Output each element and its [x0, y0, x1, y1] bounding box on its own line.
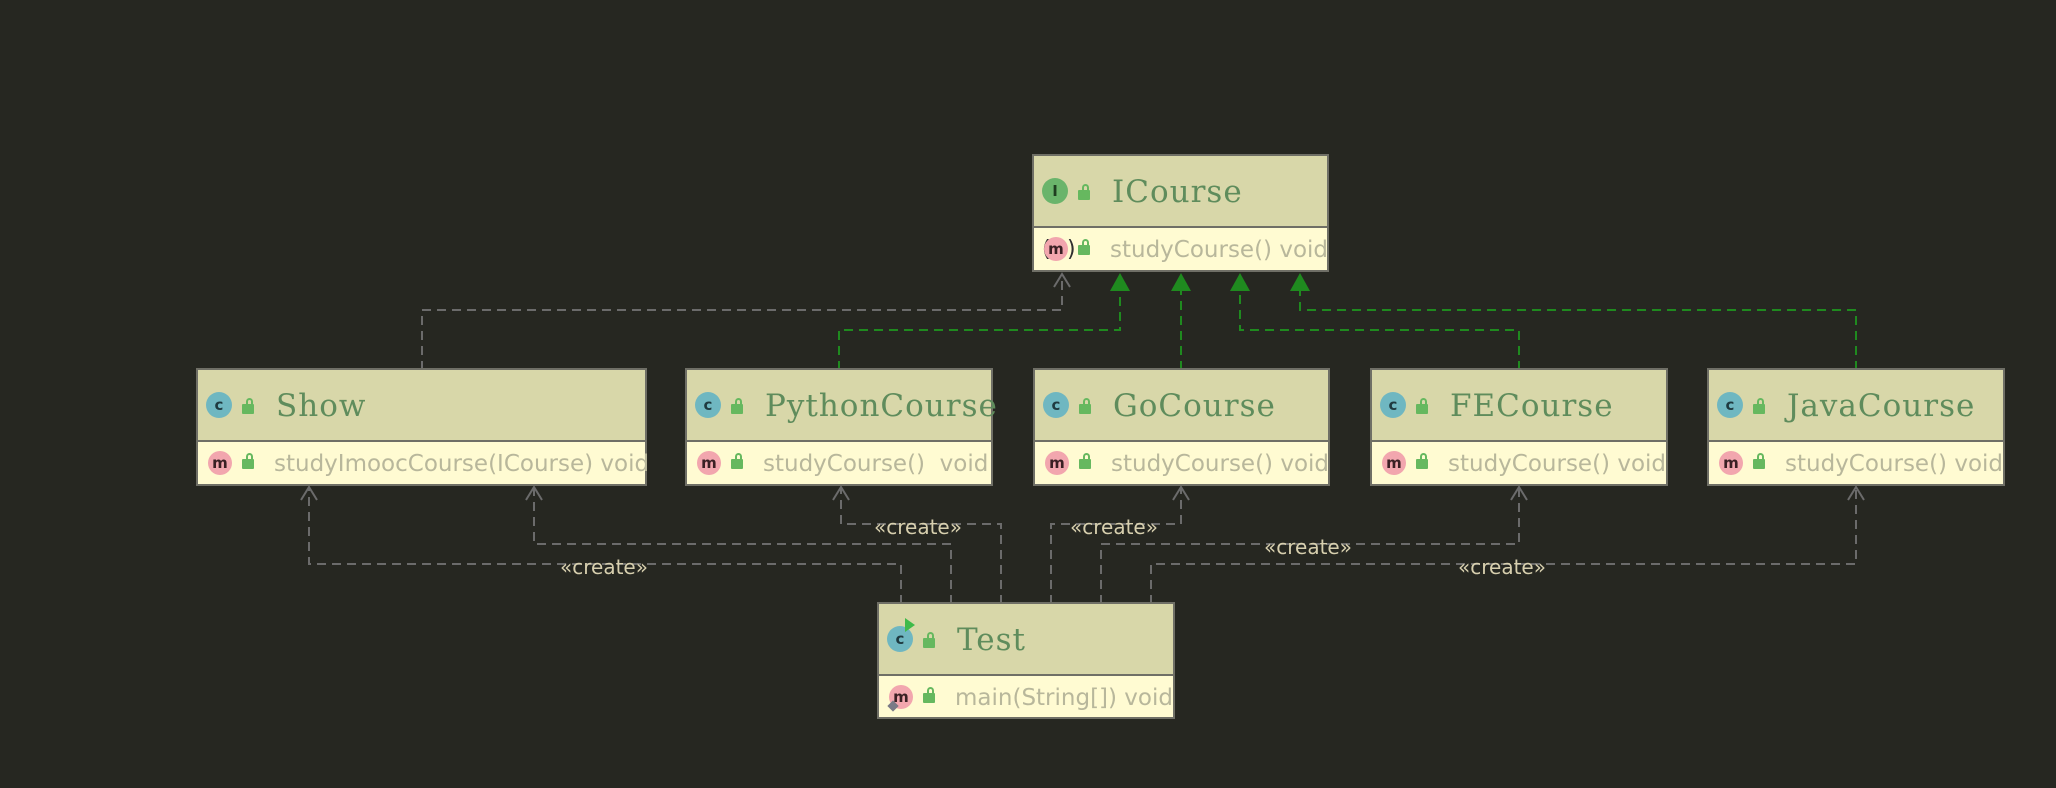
- public-lock-icon: [731, 398, 743, 414]
- node-javacourse-title: JavaCourse: [1787, 388, 1976, 424]
- public-lock-icon: [242, 398, 254, 414]
- node-show-title: Show: [276, 388, 367, 424]
- arrowhead-test-fe: [1510, 485, 1528, 501]
- public-lock-icon: [923, 687, 935, 703]
- node-fecourse-header: c FECourse: [1372, 370, 1666, 442]
- method-icon: m: [1719, 451, 1743, 475]
- node-gocourse-members: m studyCourse() void: [1035, 442, 1330, 484]
- class-icon: c: [1043, 392, 1069, 418]
- public-lock-icon: [1079, 453, 1091, 469]
- node-pythoncourse-header: c PythonCourse: [687, 370, 997, 442]
- node-pythoncourse[interactable]: c PythonCourse m studyCourse() void: [685, 368, 997, 486]
- node-show-members: m studyImoocCourse(ICourse) void: [198, 442, 649, 484]
- create-label-go: «create»: [1070, 515, 1158, 539]
- node-pythoncourse-members: m studyCourse() void: [687, 442, 991, 484]
- node-test[interactable]: c Test m main(String[]) void: [877, 602, 1175, 719]
- node-fecourse-title: FECourse: [1450, 388, 1614, 424]
- node-gocourse-title: GoCourse: [1113, 388, 1276, 424]
- arrowhead-test-go: [1172, 485, 1190, 501]
- method-icon: m: [1044, 237, 1068, 261]
- node-javacourse-method: studyCourse() void: [1785, 451, 2004, 477]
- node-icourse-header: I ICourse: [1034, 156, 1327, 228]
- public-lock-icon: [1416, 398, 1428, 414]
- node-icourse-members: ( m ) studyCourse() void: [1034, 228, 1329, 270]
- node-icourse-method: studyCourse() void: [1110, 237, 1329, 263]
- public-lock-icon: [1753, 453, 1765, 469]
- node-gocourse-method: studyCourse() void: [1111, 451, 1330, 477]
- public-lock-icon: [1753, 398, 1765, 414]
- node-gocourse[interactable]: c GoCourse m studyCourse() void: [1033, 368, 1330, 486]
- method-icon: m: [697, 451, 721, 475]
- node-javacourse[interactable]: c JavaCourse m studyCourse() void: [1707, 368, 2005, 486]
- arrowhead-test-show-2: [525, 485, 543, 501]
- node-show-method: studyImoocCourse(ICourse) void: [274, 451, 650, 477]
- edge-show-icourse: [421, 275, 1063, 370]
- node-fecourse-members: m studyCourse() void: [1372, 442, 1666, 484]
- node-javacourse-members: m studyCourse() void: [1709, 442, 2003, 484]
- node-javacourse-header: c JavaCourse: [1709, 370, 2003, 442]
- class-icon: c: [1380, 392, 1406, 418]
- node-test-title: Test: [957, 622, 1026, 658]
- method-icon: m: [208, 451, 232, 475]
- public-lock-icon: [731, 453, 743, 469]
- node-test-members: m main(String[]) void: [879, 676, 1173, 717]
- public-lock-icon: [1416, 453, 1428, 469]
- node-fecourse-method: studyCourse() void: [1448, 451, 1667, 477]
- arrowhead-go: [1171, 273, 1191, 291]
- node-test-header: c Test: [879, 604, 1173, 676]
- node-icourse-title: ICourse: [1112, 174, 1243, 210]
- node-show-header: c Show: [198, 370, 645, 442]
- class-icon: c: [206, 392, 232, 418]
- arrowhead-python: [1110, 273, 1130, 291]
- node-test-method: main(String[]) void: [955, 685, 1173, 711]
- node-icourse[interactable]: I ICourse ( m ) studyCourse() void: [1032, 154, 1329, 272]
- public-lock-icon: [242, 453, 254, 469]
- create-label-fe: «create»: [1264, 535, 1352, 559]
- edge-test-show-1: [308, 488, 902, 604]
- method-icon: m: [1045, 451, 1069, 475]
- edge-test-go: [1050, 488, 1182, 604]
- create-label-show: «create»: [560, 555, 648, 579]
- arrowhead-test-python: [832, 485, 850, 501]
- arrowhead-test-java: [1847, 485, 1865, 501]
- abstract-paren-right: ): [1067, 237, 1076, 262]
- edge-test-show-2: [533, 488, 952, 604]
- method-icon: m: [1382, 451, 1406, 475]
- edge-fecourse-icourse: [1239, 290, 1520, 370]
- public-lock-icon: [1078, 184, 1090, 200]
- public-lock-icon: [923, 632, 935, 648]
- create-label-java: «create»: [1458, 555, 1546, 579]
- node-pythoncourse-title: PythonCourse: [765, 388, 998, 424]
- edge-javacourse-icourse: [1299, 290, 1857, 370]
- node-fecourse[interactable]: c FECourse m studyCourse() void: [1370, 368, 1668, 486]
- arrowhead-fe: [1230, 273, 1250, 291]
- interface-icon: I: [1042, 178, 1068, 204]
- edge-test-python: [840, 488, 1002, 604]
- class-icon: c: [695, 392, 721, 418]
- node-pythoncourse-method: studyCourse() void: [763, 451, 989, 477]
- run-icon: [905, 618, 915, 632]
- public-lock-icon: [1078, 239, 1090, 255]
- class-icon: c: [1717, 392, 1743, 418]
- public-lock-icon: [1079, 398, 1091, 414]
- node-show[interactable]: c Show m studyImoocCourse(ICourse) void: [196, 368, 649, 486]
- node-gocourse-header: c GoCourse: [1035, 370, 1328, 442]
- arrowhead-java: [1290, 273, 1310, 291]
- arrowhead-test-show-1: [300, 485, 318, 501]
- edge-pythoncourse-icourse: [838, 290, 1121, 370]
- arrowhead-show-icourse: [1053, 272, 1071, 288]
- create-label-python: «create»: [874, 515, 962, 539]
- edge-test-fe: [1100, 488, 1520, 604]
- edge-test-java: [1150, 488, 1857, 604]
